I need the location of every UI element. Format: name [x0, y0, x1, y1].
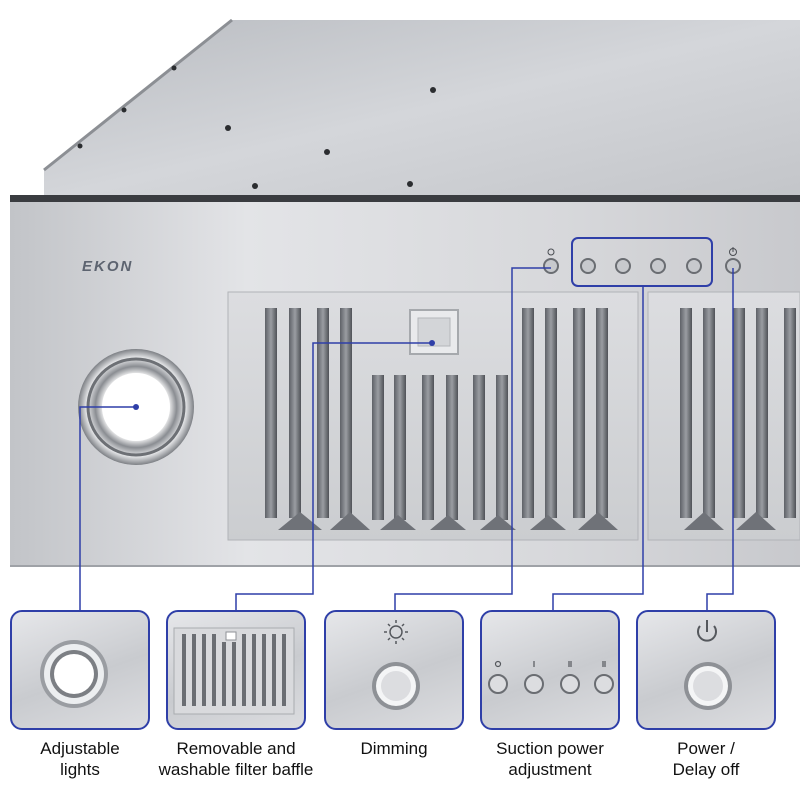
sun-icon — [372, 620, 420, 710]
feature-card-power — [636, 610, 776, 730]
ring-light-icon — [40, 640, 108, 708]
feature-card-dimming — [324, 610, 464, 730]
baffle-filter-right — [647, 291, 800, 541]
hood-top-plate — [44, 20, 800, 200]
filter-baffle-icon — [173, 627, 295, 715]
caption-power: Power /Delay off — [672, 739, 740, 779]
caption-dimming: Dimming — [360, 739, 428, 758]
callout-lines — [79, 267, 734, 612]
feature-card-lights — [10, 610, 150, 730]
suction-buttons-highlight — [571, 237, 713, 287]
feature-card-suction — [480, 610, 620, 730]
power-icon — [684, 620, 732, 710]
baffle-slats — [265, 308, 796, 520]
speed-buttons-icon — [488, 660, 614, 694]
brand-logo: EKON — [82, 258, 134, 275]
feature-card-filter — [166, 610, 306, 730]
control-buttons — [543, 258, 741, 274]
